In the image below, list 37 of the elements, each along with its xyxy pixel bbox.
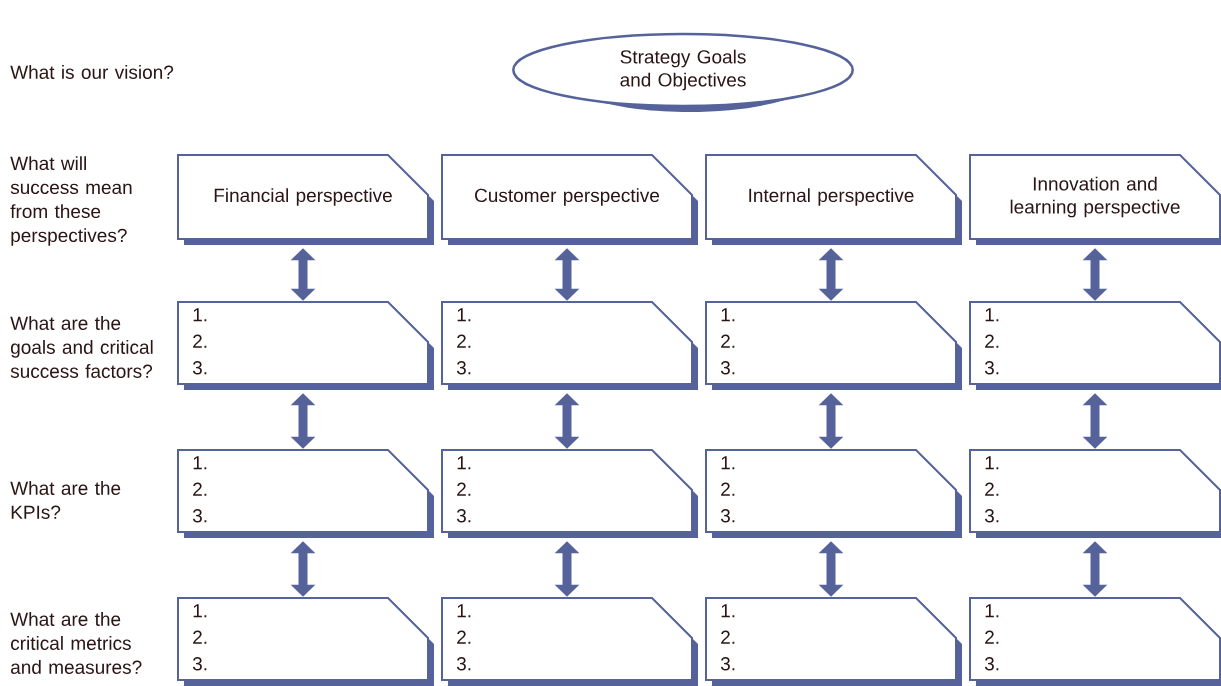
double-arrow — [554, 541, 580, 597]
double-arrow — [290, 541, 316, 597]
list-box: 1. 2. 3. — [969, 301, 1221, 390]
list-box: 1. 2. 3. — [705, 301, 962, 390]
oval: Strategy Goals and Objectives — [512, 32, 854, 112]
question-text: What will success mean from these perspectives? — [10, 156, 132, 246]
perspective-box: Financial perspective — [177, 154, 434, 245]
double-arrow — [554, 248, 580, 301]
double-arrow — [1082, 393, 1108, 449]
question-text: What are the goals and critical success factors? — [10, 316, 153, 378]
node-label: 1. — [193, 604, 207, 618]
list-box: 1. 2. 3. — [969, 449, 1221, 538]
perspective-box: Customer perspective — [441, 154, 698, 245]
list-box: 1. 2. 3. — [177, 449, 434, 538]
double-arrow — [818, 393, 844, 449]
list-box: 1. 2. 3. — [969, 597, 1221, 686]
list-box: 1. 2. 3. — [705, 597, 962, 686]
list-box: 1. 2. 3. — [441, 301, 698, 390]
node-label: 3. — [192, 657, 207, 671]
double-arrow — [1082, 248, 1108, 301]
double-arrow — [554, 393, 580, 449]
list-box: 1. 2. 3. — [441, 449, 698, 538]
double-arrow — [290, 248, 316, 301]
list-box: 1. 2. 3. — [705, 449, 962, 538]
double-arrow — [818, 541, 844, 597]
question-text: What is our vision? — [10, 65, 174, 79]
list-box: 1. 2. 3. — [177, 597, 434, 686]
node-label: 2. — [193, 630, 207, 644]
perspective-box: Innovation and learning perspective — [969, 154, 1221, 245]
double-arrow — [290, 393, 316, 449]
list-box: 1. 2. 3. — [441, 597, 698, 686]
list-box: 1. 2. 3. — [177, 301, 434, 390]
perspective-box: Internal perspective — [705, 154, 962, 245]
double-arrow — [818, 248, 844, 301]
question-text: What are the critical metrics and measures? — [10, 612, 142, 674]
double-arrow — [1082, 541, 1108, 597]
question-text: What are the KPIs? — [10, 481, 121, 519]
